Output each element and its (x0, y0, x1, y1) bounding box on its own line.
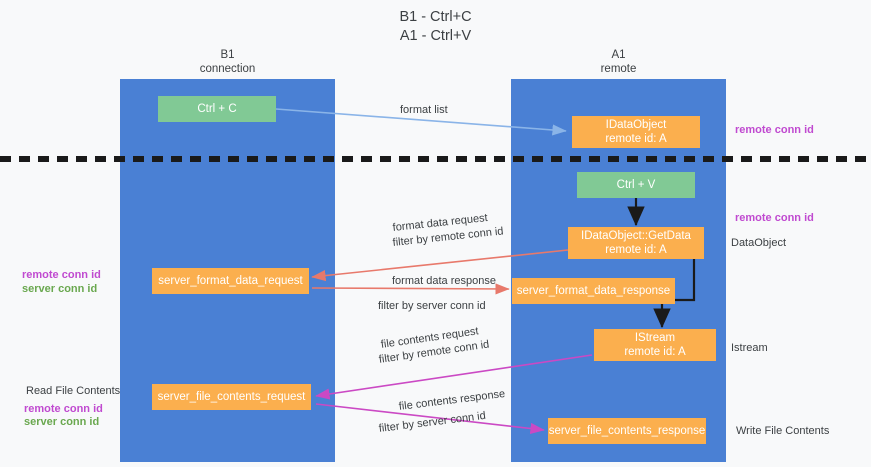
filter-value: server conn id (416, 409, 487, 431)
filter-prefix: filter by (392, 232, 432, 249)
edge-label-format-data-response-filter: filter by server conn id (378, 299, 486, 313)
annotation-remote-conn-id-top: remote conn id (735, 124, 814, 136)
annotation-write-file-contents: Write File Contents (736, 425, 830, 437)
filter-prefix: filter by (378, 348, 418, 366)
annotation-left-server-conn-id-mid: server conn id (22, 283, 98, 295)
filter-prefix: filter by (378, 418, 418, 435)
annotation-remote-conn-id-mid: remote conn id (735, 212, 814, 224)
node-server-format-data-request[interactable]: server_format_data_request (152, 268, 309, 294)
node-idataobject[interactable]: IDataObject remote id: A (572, 116, 700, 148)
node-server-file-contents-response[interactable]: server_file_contents_response (548, 418, 706, 444)
edge-label-format-data-response: format data response (392, 275, 496, 287)
phase-separator (0, 156, 871, 162)
node-server-file-contents-request[interactable]: server_file_contents_request (152, 384, 311, 410)
edge-label-file-contents-response-filter: filter by server conn id (378, 409, 487, 436)
node-server-format-data-response[interactable]: server_format_data_response (512, 278, 675, 304)
edge-label-file-contents-response: file contents response (398, 387, 506, 413)
annotation-left-remote-conn-id-mid: remote conn id (22, 269, 101, 281)
annotation-left-server-conn-id-bottom: server conn id (24, 416, 100, 428)
page-title: B1 - Ctrl+C A1 - Ctrl+V (399, 9, 472, 44)
annotation-left-remote-conn-id-bottom: remote conn id (24, 403, 103, 415)
annotation-istream: Istream (731, 342, 768, 354)
node-idataobject-getdata[interactable]: IDataObject::GetData remote id: A (568, 227, 704, 259)
annotation-dataobject: DataObject (731, 237, 787, 249)
node-ctrl-v[interactable]: Ctrl + V (577, 172, 695, 198)
node-ctrl-c[interactable]: Ctrl + C (158, 96, 276, 122)
column-header-b1: B1 connection (199, 49, 256, 75)
filter-prefix: filter by (378, 300, 417, 312)
edge-label-format-list: format list (400, 104, 448, 116)
annotation-read-file-contents: Read File Contents (26, 385, 121, 397)
filter-value: server conn id (416, 300, 486, 312)
column-header-a1: A1 remote (600, 49, 637, 75)
node-istream[interactable]: IStream remote id: A (594, 329, 716, 361)
